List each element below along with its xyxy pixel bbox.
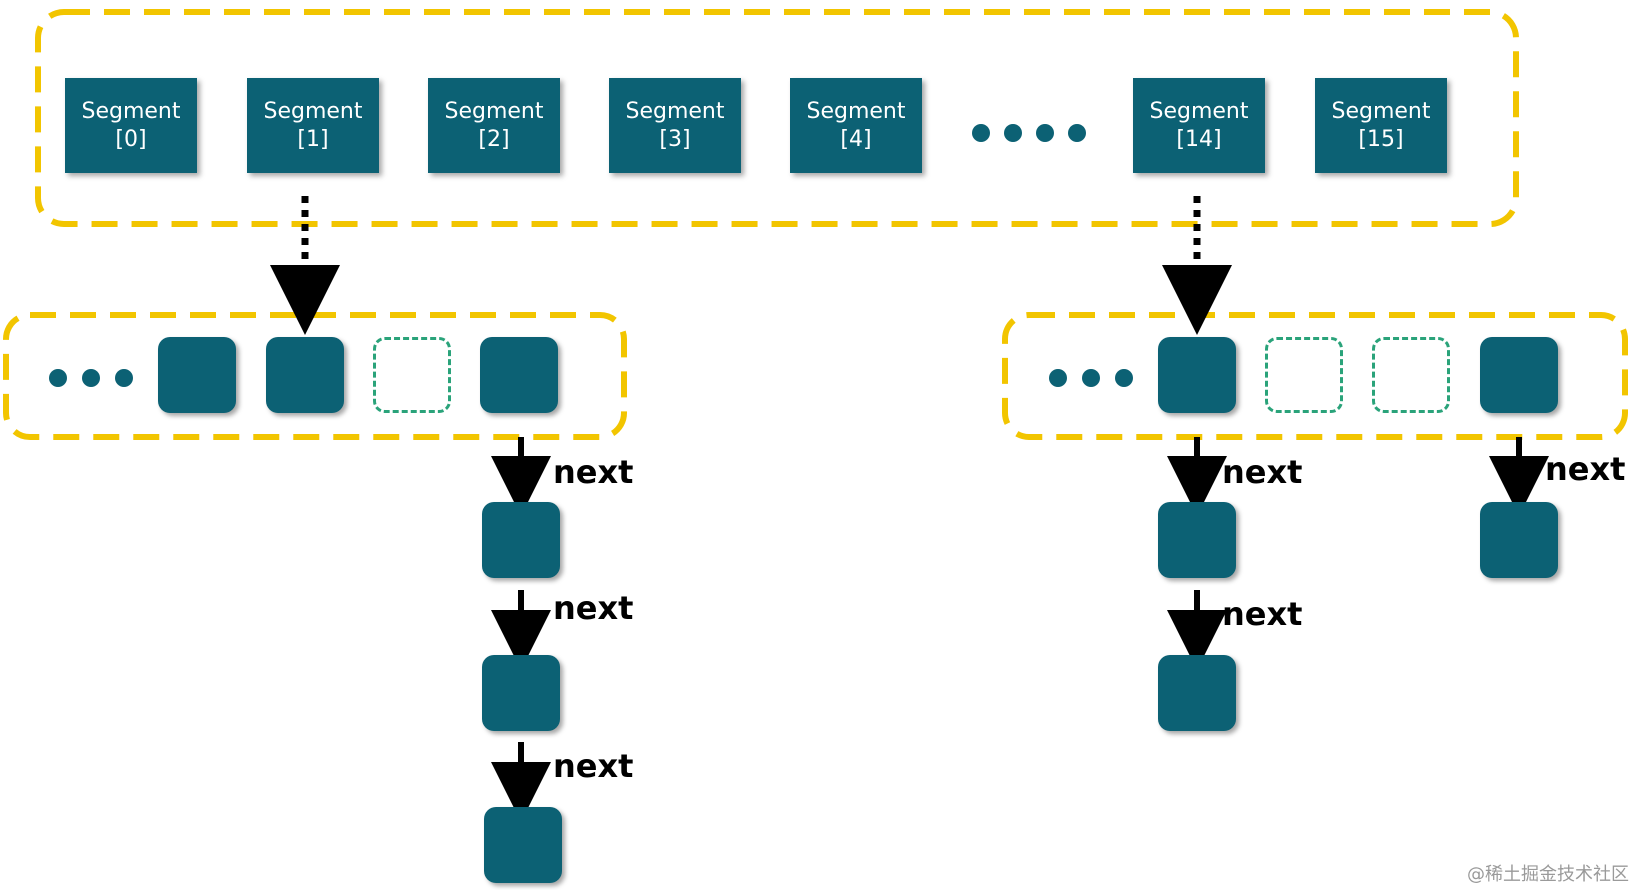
segment-box: Segment [14] xyxy=(1133,78,1265,173)
table-node xyxy=(158,337,236,413)
table-node xyxy=(1480,337,1558,413)
chain-node xyxy=(482,502,560,578)
next-label: next xyxy=(553,589,634,627)
chain-node xyxy=(1158,502,1236,578)
segment-box: Segment [0] xyxy=(65,78,197,173)
segment-box: Segment [4] xyxy=(790,78,922,173)
segment-label: Segment xyxy=(1331,98,1431,124)
segment-box: Segment [3] xyxy=(609,78,741,173)
segment-array-group xyxy=(35,9,1519,227)
segment-label: Segment xyxy=(806,98,906,124)
next-label: next xyxy=(553,747,634,785)
table-node xyxy=(480,337,558,413)
segment-index: [15] xyxy=(1358,126,1404,152)
segment-index: [4] xyxy=(840,126,872,152)
segment-label: Segment xyxy=(81,98,181,124)
table-node xyxy=(1158,337,1236,413)
table-node xyxy=(266,337,344,413)
segment-label: Segment xyxy=(444,98,544,124)
next-label: next xyxy=(1222,453,1303,491)
left-table-ellipsis xyxy=(49,369,133,387)
right-hash-table-group xyxy=(1002,312,1628,440)
empty-slot xyxy=(1372,337,1450,413)
segment-box: Segment [2] xyxy=(428,78,560,173)
segment-box: Segment [15] xyxy=(1315,78,1447,173)
chain-node xyxy=(484,807,562,883)
segment-box: Segment [1] xyxy=(247,78,379,173)
segment-label: Segment xyxy=(1149,98,1249,124)
segment-label: Segment xyxy=(625,98,725,124)
chain-node xyxy=(1158,655,1236,731)
watermark: @稀土掘金技术社区 xyxy=(1467,864,1629,885)
next-label: next xyxy=(1545,450,1626,488)
segment-index: [3] xyxy=(659,126,691,152)
segment-index: [2] xyxy=(478,126,510,152)
chain-node xyxy=(482,655,560,731)
right-table-ellipsis xyxy=(1049,369,1133,387)
next-label: next xyxy=(1222,595,1303,633)
segment-index: [1] xyxy=(297,126,329,152)
next-label: next xyxy=(553,453,634,491)
empty-slot xyxy=(373,337,451,413)
segment-label: Segment xyxy=(263,98,363,124)
segment-index: [0] xyxy=(115,126,147,152)
segment-index: [14] xyxy=(1176,126,1222,152)
empty-slot xyxy=(1265,337,1343,413)
chain-node xyxy=(1480,502,1558,578)
segment-ellipsis xyxy=(972,124,1086,142)
